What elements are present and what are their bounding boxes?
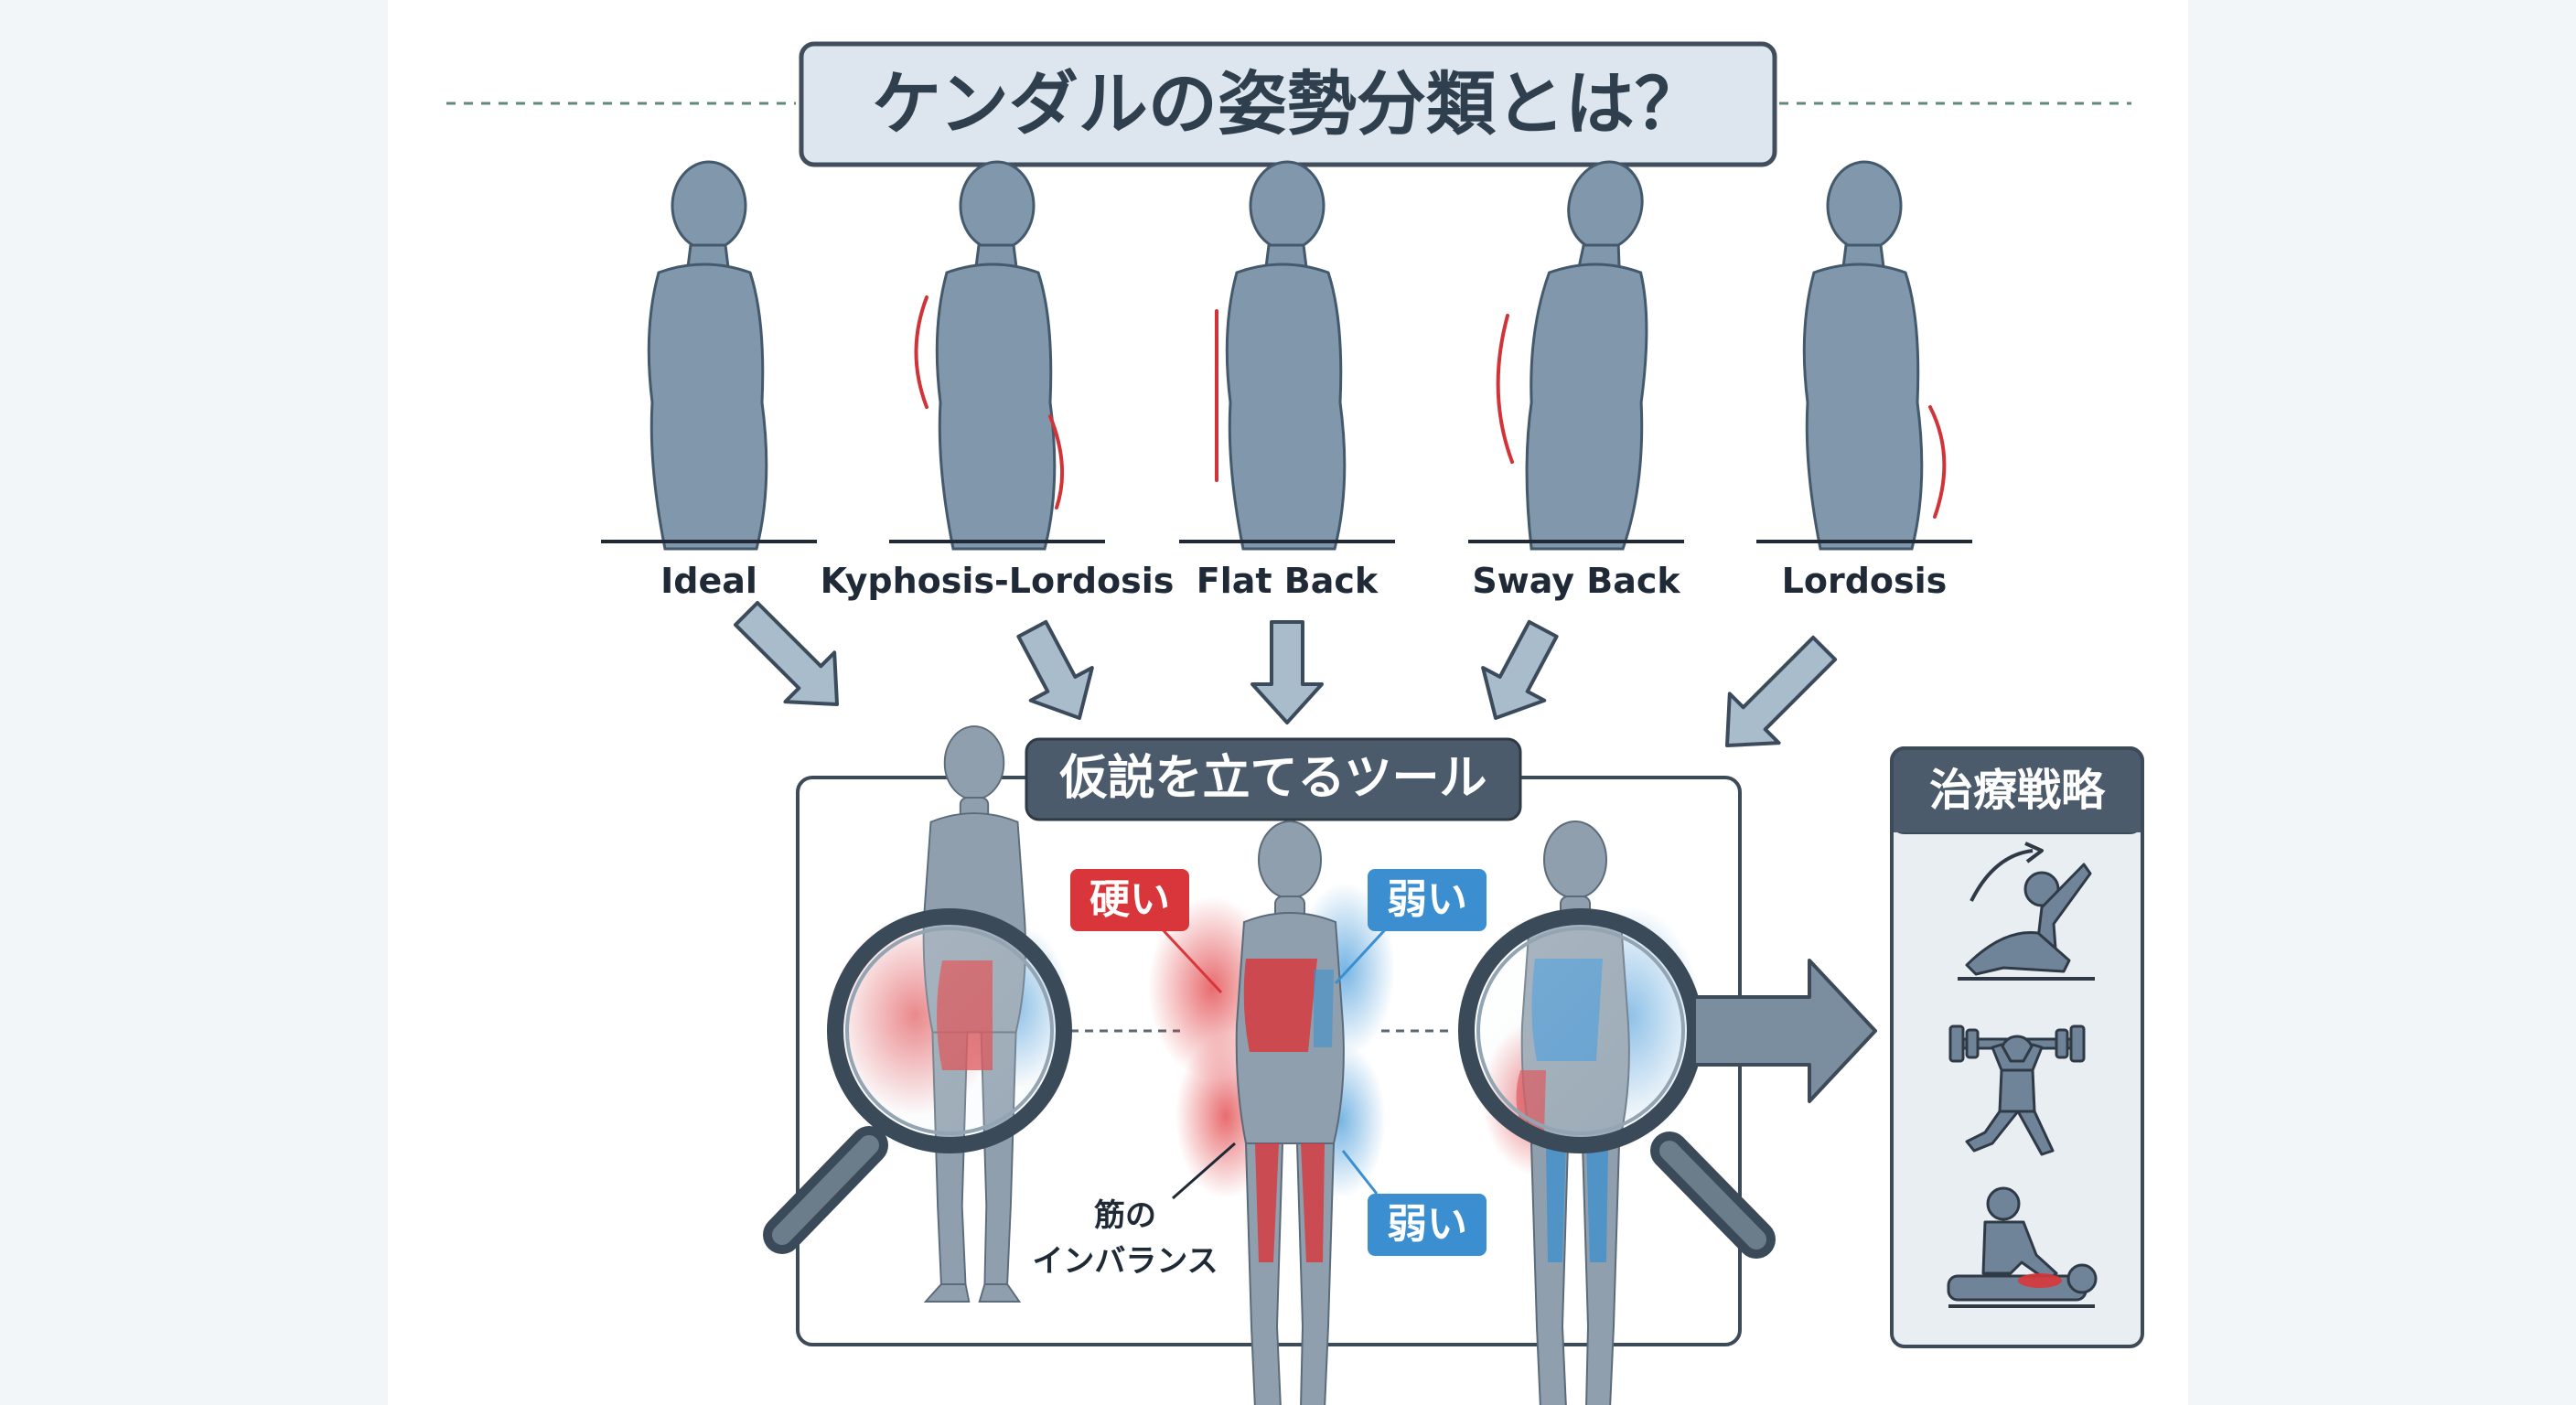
page-title: ケンダルの姿勢分類とは？ — [872, 63, 1704, 145]
curve-marker-kyphosis-upper — [914, 295, 928, 409]
posture-figure-lordosis — [1802, 160, 1924, 551]
hypothesis-tool-panel: 仮説を立てるツール — [763, 725, 1776, 1405]
imbalance-line-1: 筋の — [1094, 1197, 1156, 1234]
posture-figure-kyphosis-lordosis — [935, 160, 1057, 551]
tag-stiff-label: 硬い — [1089, 876, 1170, 923]
imbalance-line-2: インバランス — [1032, 1243, 1218, 1280]
posture-figure-flat-back — [1225, 160, 1347, 551]
arrow-to-strategy-icon — [1692, 959, 1877, 1103]
arrow-icon-flat-back — [1250, 620, 1324, 724]
magnifier-left — [763, 725, 1072, 1303]
posture-label-ideal: Ideal — [660, 561, 757, 601]
curve-marker-sway-back — [1496, 314, 1514, 464]
flow-arrows — [733, 600, 1838, 747]
title-banner: ケンダルの姿勢分類とは？ — [446, 41, 2131, 167]
manual-therapy-icon — [1947, 1186, 2098, 1308]
curve-marker-kyphosis-lower — [1048, 414, 1065, 509]
tool-title-box — [1025, 737, 1522, 821]
center-anatomy-figure — [1148, 820, 1395, 1405]
tag-weak-lower: 弱い — [1341, 1150, 1487, 1256]
strategy-title: 治療戦略 — [1929, 765, 2106, 816]
arrow-icon-sway-back — [1481, 619, 1559, 720]
posture-label-lordosis: Lordosis — [1782, 561, 1948, 601]
curve-marker-lordosis — [1928, 405, 1947, 519]
posture-row — [647, 160, 1924, 551]
treatment-strategy-panel: 治療戦略 — [1890, 746, 2144, 1348]
posture-labels: Ideal Kyphosis-Lordosis Flat Back Sway B… — [660, 561, 1947, 601]
tag-stiff: 硬い — [1070, 869, 1223, 994]
strength-training-icon — [1948, 1024, 2086, 1156]
magnifier-right — [1458, 820, 1776, 1405]
stretching-icon — [1958, 842, 2095, 981]
arrow-icon-ideal — [733, 600, 839, 706]
posture-figure-sway-back — [1513, 160, 1669, 551]
tag-weak-upper: 弱い — [1334, 869, 1487, 985]
curvature-markers — [914, 295, 1947, 519]
posture-figure-ideal — [647, 160, 768, 551]
posture-label-flat-back: Flat Back — [1197, 561, 1379, 601]
tag-weak-upper-label: 弱い — [1387, 876, 1467, 923]
posture-label-sway-back: Sway Back — [1472, 561, 1680, 601]
tool-title: 仮説を立てるツール — [1059, 751, 1487, 806]
posture-label-kyphosis-lordosis: Kyphosis-Lordosis — [821, 561, 1175, 601]
arrow-icon-kyphosis-lordosis — [1016, 619, 1094, 720]
tag-weak-lower-label: 弱い — [1387, 1201, 1467, 1248]
imbalance-note: 筋の インバランス — [1032, 1142, 1236, 1280]
arrow-icon-lordosis — [1725, 635, 1838, 747]
